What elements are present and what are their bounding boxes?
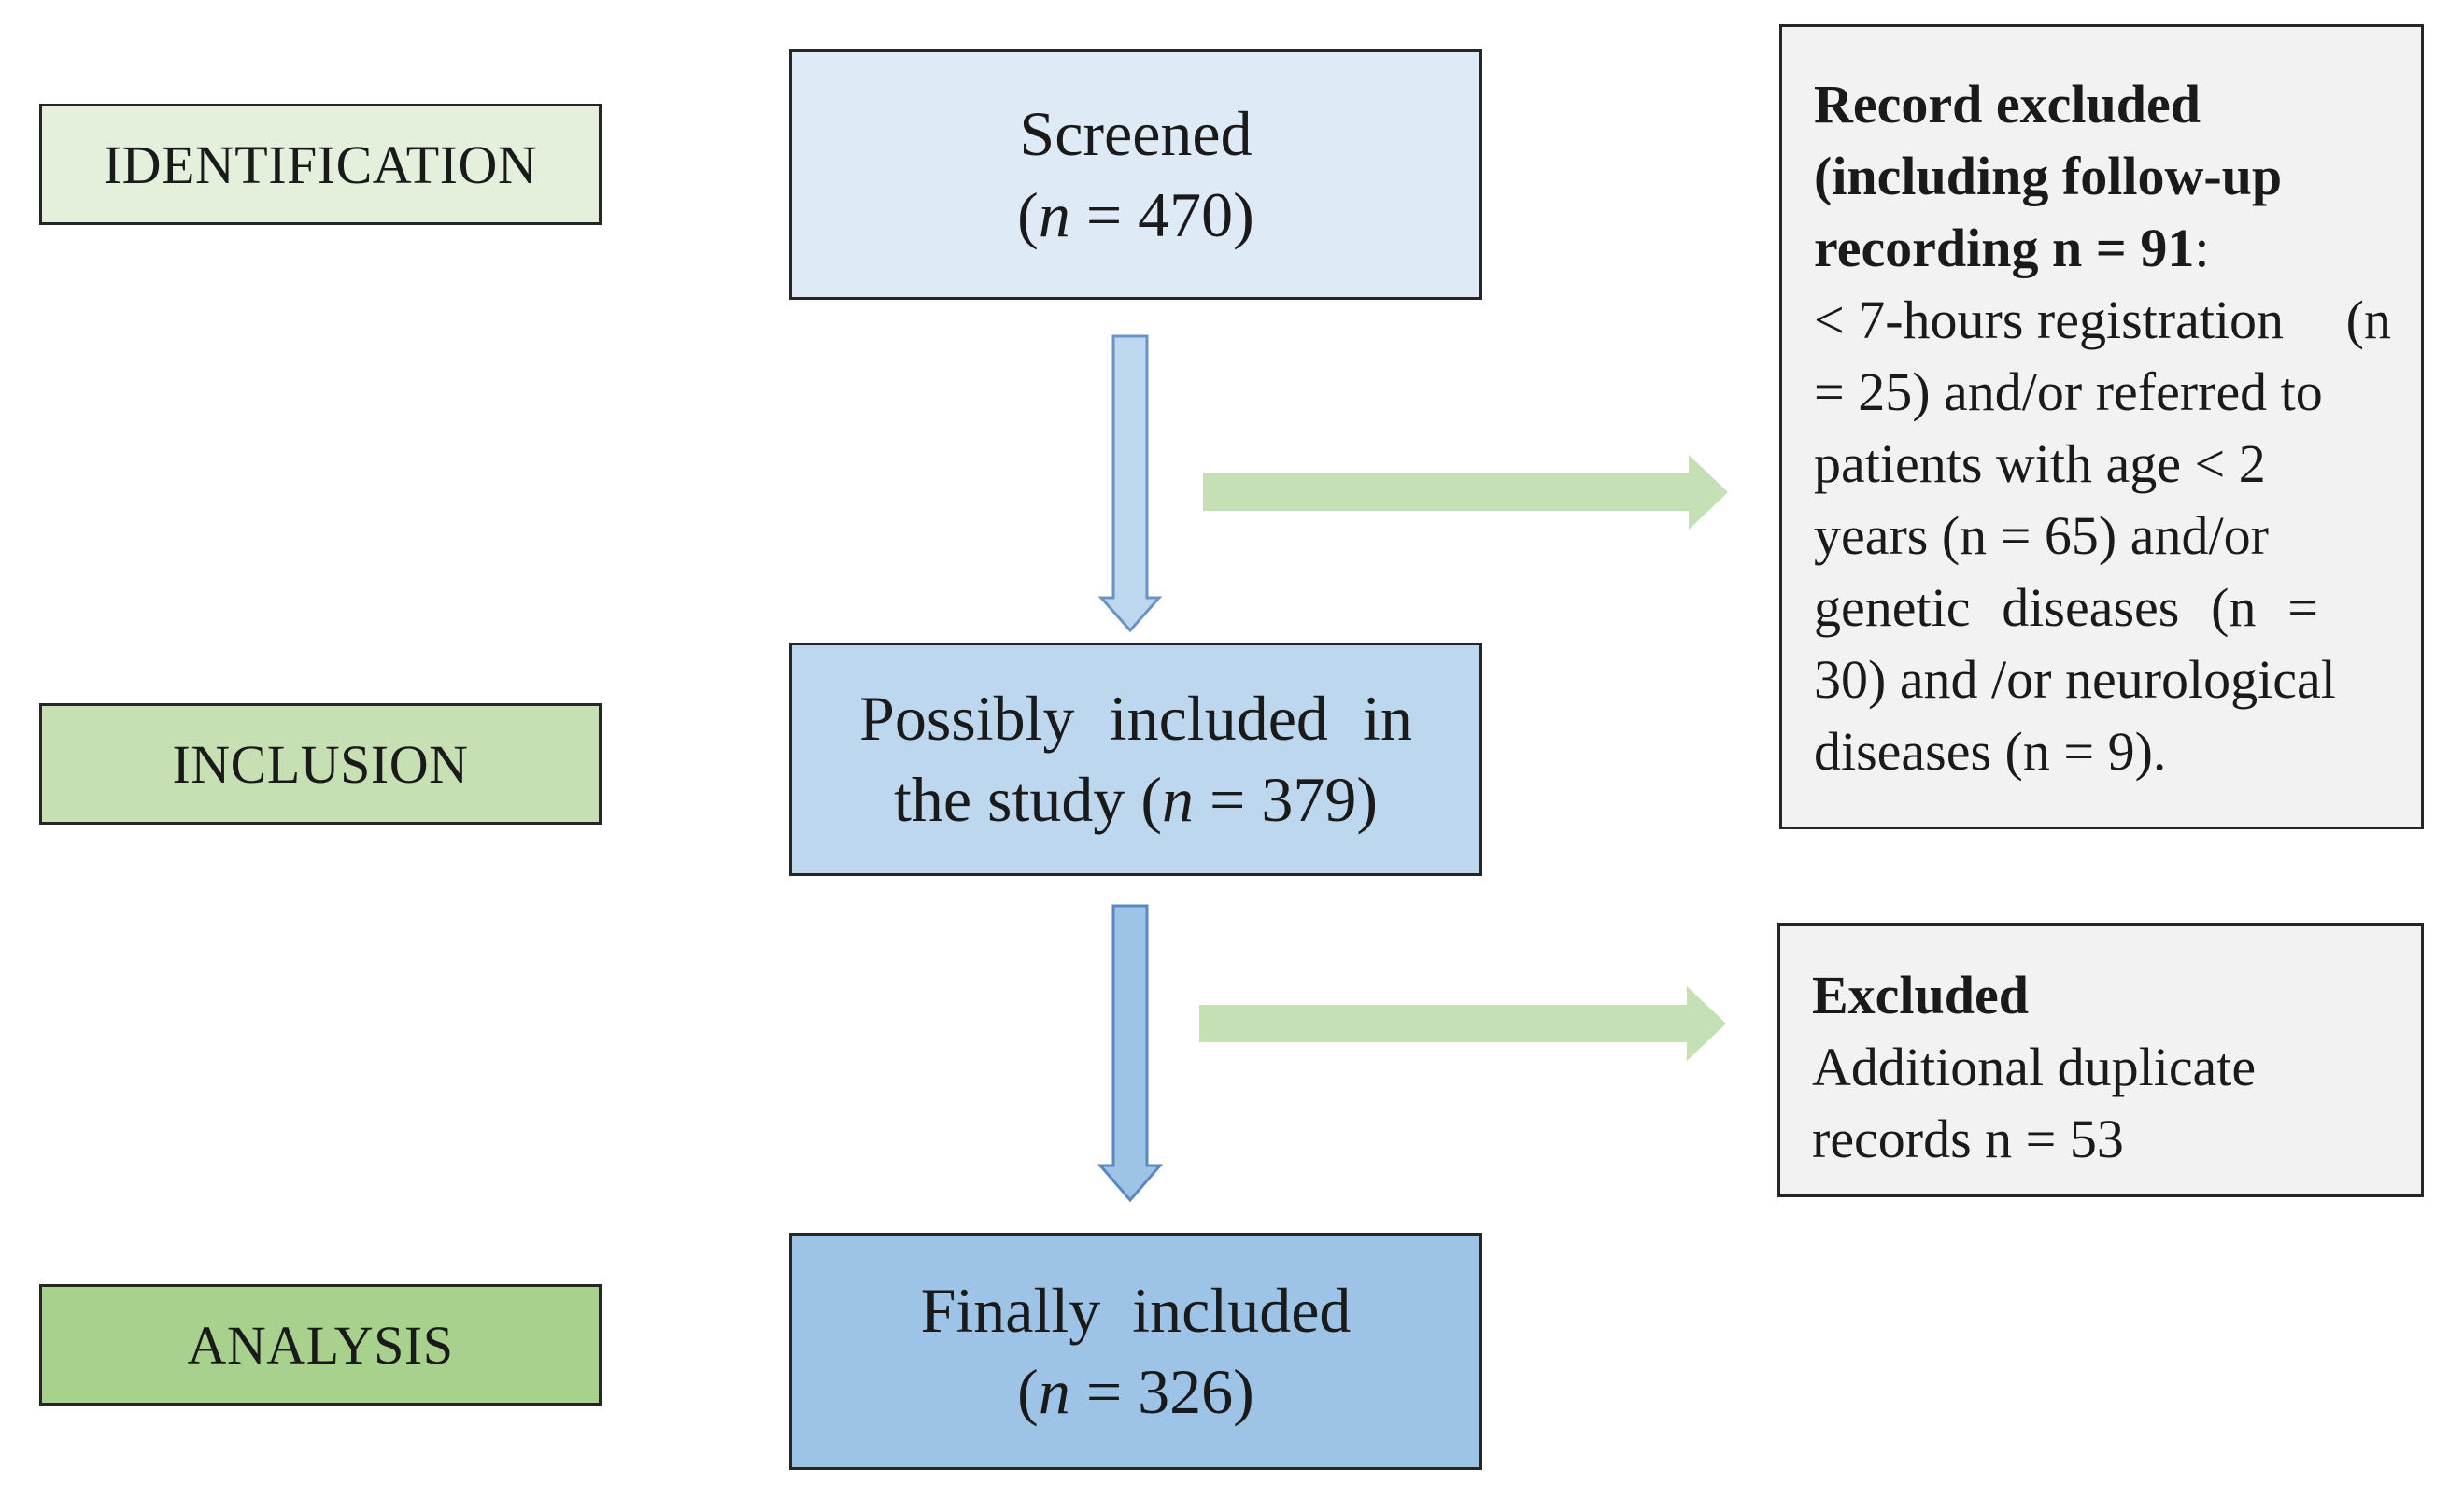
possibly-included-box: Possibly included in the study (n = 379) <box>789 643 1482 876</box>
duplicates-excluded-line-1: Additional duplicate <box>1812 1037 2257 1097</box>
arrow-right-2 <box>1199 986 1726 1061</box>
stage-identification: IDENTIFICATION <box>39 104 602 225</box>
finally-included-title: Finally included <box>920 1274 1352 1346</box>
arrow-down-2 <box>1097 904 1164 1203</box>
finally-included-count: (n = 326) <box>1017 1356 1254 1427</box>
screened-count: (n = 470) <box>1017 179 1254 250</box>
screened-title: Screened <box>1019 97 1253 169</box>
stage-identification-label: IDENTIFICATION <box>103 134 538 195</box>
record-excluded-line-3: patients with age < 2 <box>1814 433 2266 494</box>
stage-analysis: ANALYSIS <box>39 1284 602 1406</box>
record-excluded-heading-3: recording n = 91: <box>1814 218 2210 278</box>
record-excluded-box: Record excluded (including follow-up rec… <box>1779 24 2424 829</box>
duplicates-excluded-box: Excluded Additional duplicate records n … <box>1777 923 2424 1197</box>
record-excluded-line-6: 30) and /or neurological <box>1814 649 2336 710</box>
record-excluded-heading-2: (including follow-up <box>1814 146 2283 206</box>
stage-inclusion: INCLUSION <box>39 703 602 825</box>
stage-analysis-label: ANALYSIS <box>187 1314 454 1376</box>
screened-box: Screened (n = 470) <box>789 49 1482 300</box>
record-excluded-line-1: < 7-hours registration (n <box>1814 290 2391 350</box>
finally-included-box: Finally included (n = 326) <box>789 1233 1482 1470</box>
record-excluded-line-2: = 25) and/or referred to <box>1814 361 2323 422</box>
possibly-included-count: the study (n = 379) <box>893 764 1379 835</box>
stage-inclusion-label: INCLUSION <box>172 733 469 795</box>
duplicates-excluded-line-2: records n = 53 <box>1812 1109 2124 1169</box>
record-excluded-line-5: genetic diseases (n = <box>1814 577 2318 638</box>
record-excluded-line-7: diseases (n = 9). <box>1814 721 2167 782</box>
duplicates-excluded-heading: Excluded <box>1812 965 2030 1025</box>
possibly-included-line1: Possibly included in <box>859 682 1412 754</box>
arrow-right-1 <box>1203 455 1728 530</box>
record-excluded-line-4: years (n = 65) and/or <box>1814 505 2269 566</box>
arrow-down-1 <box>1097 334 1163 633</box>
record-excluded-heading-1: Record excluded <box>1814 74 2201 134</box>
